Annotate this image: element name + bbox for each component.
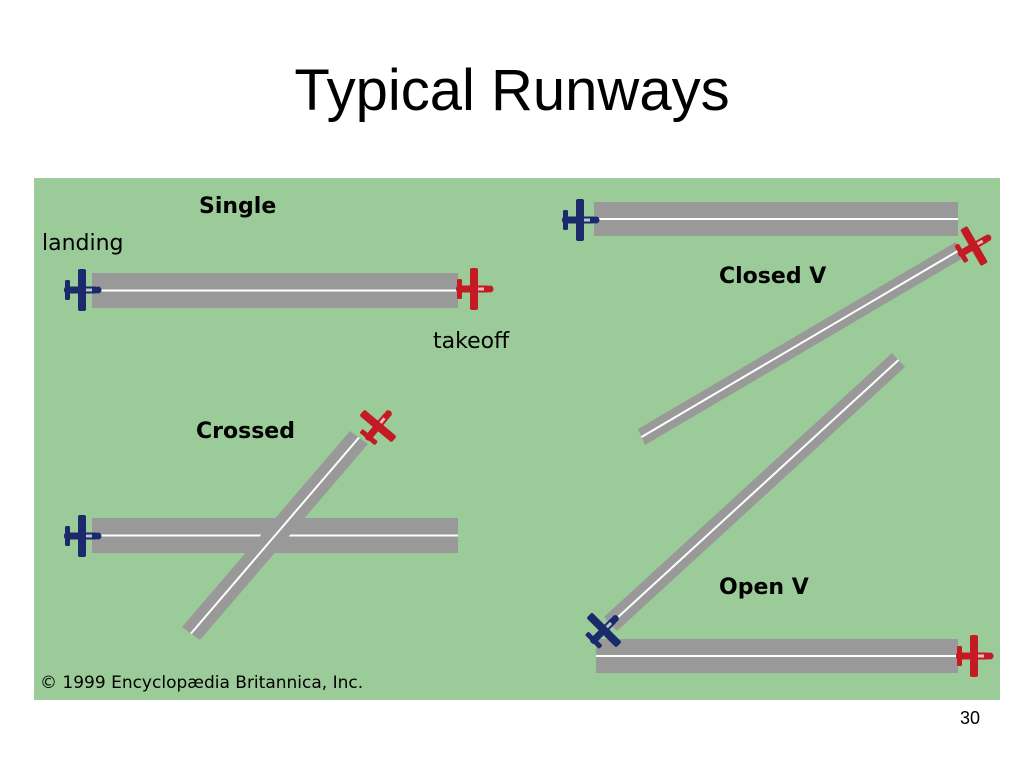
- landing-label: landing: [42, 231, 124, 256]
- runway-diagram: Single landing takeoff Crossed Closed V: [34, 178, 1000, 700]
- closed-v-label: Closed V: [719, 264, 826, 289]
- page-number: 30: [959, 708, 980, 728]
- slide-title: Typical Runways: [294, 58, 730, 123]
- single-label: Single: [199, 194, 276, 219]
- runway-diagram-svg: Single landing takeoff Crossed Closed V: [34, 178, 1000, 700]
- crossed-label: Crossed: [196, 419, 295, 444]
- open-v-label: Open V: [719, 575, 809, 600]
- crossed-diagonal-centerline: [190, 436, 360, 635]
- closed-v-runway-group: Closed V: [562, 199, 1000, 445]
- open-v-runway-group: Open V: [576, 353, 994, 677]
- crossed-runway-group: Crossed: [64, 397, 458, 640]
- takeoff-label: takeoff: [433, 329, 510, 354]
- copyright-notice: © 1999 Encyclopædia Britannica, Inc.: [40, 673, 363, 693]
- grass-field: [34, 178, 1000, 700]
- closed-v-diagonal-centerline: [640, 249, 961, 438]
- open-v-diagonal-centerline: [609, 359, 900, 625]
- single-runway-group: Single landing takeoff: [42, 194, 510, 354]
